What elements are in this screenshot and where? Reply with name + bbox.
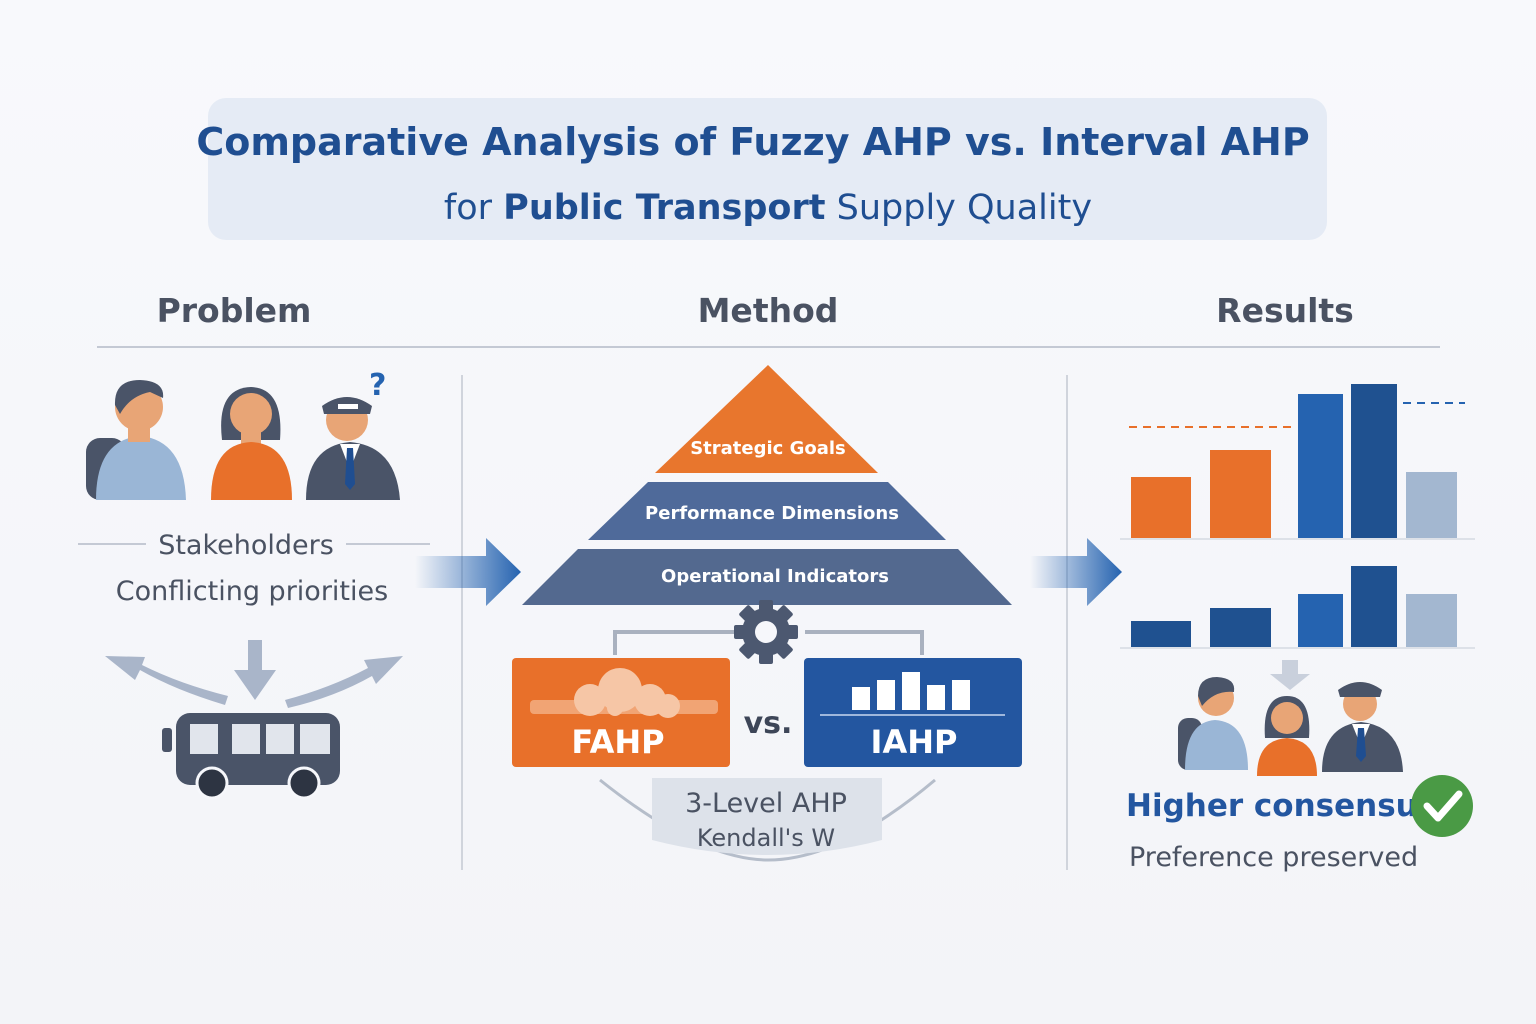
level-label: Performance Dimensions: [645, 503, 899, 524]
pyramid-level-strategic-goals: [655, 365, 878, 473]
result-bar: [1351, 384, 1397, 538]
title-line2: for Public Transport Supply Quality: [444, 188, 1092, 228]
interval-bars-icon: [852, 672, 970, 710]
stakeholder-person-woman: [211, 387, 292, 500]
iahp-card: IAHP: [804, 658, 1022, 767]
fahp-card: FAHP: [512, 658, 730, 767]
result-bar: [1131, 621, 1191, 647]
base-box: [652, 778, 882, 855]
consensus-people: [1178, 677, 1403, 776]
base-line2: Kendall's W: [697, 824, 835, 852]
check-circle-icon: [1411, 775, 1473, 837]
results-chart-bottom: [1120, 566, 1475, 649]
title-box: Comparative Analysis of Fuzzy AHP vs. In…: [196, 98, 1327, 240]
result-bar: [1351, 566, 1397, 647]
iahp-label: IAHP: [871, 723, 958, 761]
conflicting-priorities-label: Conflicting priorities: [116, 576, 388, 607]
gear-icon: [734, 600, 798, 664]
heading-results: Results: [1216, 291, 1354, 330]
flow-arrow-icon: [1030, 538, 1122, 606]
pyramid-level-operational-indicators: [522, 549, 1012, 605]
heading-method: Method: [698, 291, 839, 330]
vs-label: vs.: [744, 706, 793, 741]
pyramid-level-performance-dimensions: [588, 482, 946, 540]
result-bar: [1210, 450, 1271, 538]
results-chart-top: [1120, 384, 1475, 540]
stakeholders-label: Stakeholders: [158, 530, 334, 561]
result-bar: [1406, 594, 1457, 647]
arrow-down-icon: [1270, 660, 1310, 690]
stakeholder-person-officer: ?: [306, 368, 400, 500]
arrow-down-icon: [234, 640, 276, 700]
result-bar: [1298, 394, 1343, 538]
preference-preserved-label: Preference preserved: [1129, 842, 1418, 873]
question-mark: ?: [369, 368, 386, 403]
connector-lines: [613, 630, 924, 655]
level-label: Operational Indicators: [661, 566, 889, 587]
result-bar: [1131, 477, 1191, 538]
flow-arrow-icon: [415, 538, 521, 606]
result-bar: [1210, 608, 1271, 647]
arrow-right-icon: [285, 656, 403, 708]
heading-problem: Problem: [157, 291, 312, 330]
higher-consensus-label: Higher consensus: [1126, 788, 1436, 824]
fahp-label: FAHP: [571, 723, 664, 761]
result-bar: [1406, 472, 1457, 538]
level-label: Strategic Goals: [690, 438, 846, 459]
bus-icon: [162, 713, 340, 800]
arrow-left-icon: [105, 656, 228, 705]
stakeholder-person-backpack: [86, 380, 186, 500]
title-line1: Comparative Analysis of Fuzzy AHP vs. In…: [196, 120, 1309, 164]
conflict-arrows: [105, 640, 403, 708]
result-bar: [1298, 594, 1343, 647]
base-line1: 3-Level AHP: [685, 788, 847, 819]
cloud-icon: [530, 668, 718, 718]
